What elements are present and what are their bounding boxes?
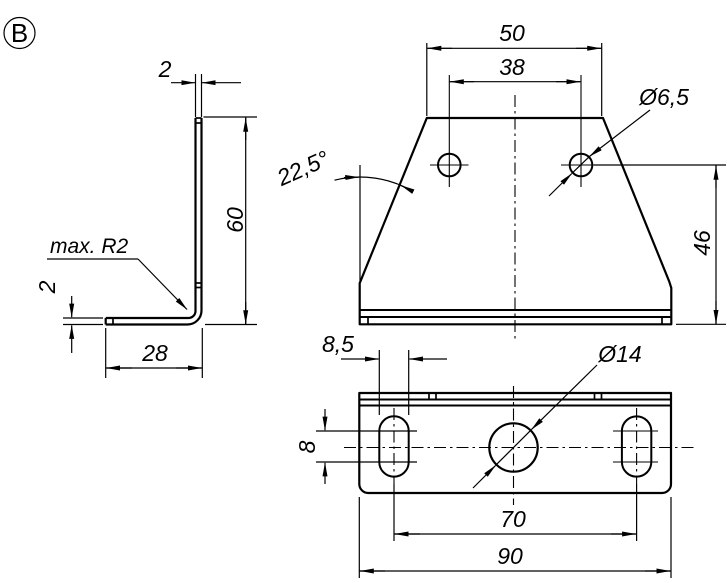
front-view: 50 38 22,5° Ø6,5 46 — [272, 20, 726, 340]
leader-arrow — [530, 364, 598, 431]
leader-arrow — [548, 173, 573, 197]
dim-bottom-width-label: 90 — [497, 543, 523, 569]
dim-bottom-slot-spacing-label: 70 — [500, 506, 526, 532]
dim-arrow — [400, 185, 415, 194]
side-outline-outer — [105, 118, 203, 326]
dim-arrow — [343, 175, 360, 181]
leader-arrow — [137, 258, 188, 310]
front-outline — [358, 116, 673, 326]
dim-front-hole-spacing-label: 38 — [499, 54, 525, 80]
dim-front-angle-label: 22,5° — [272, 145, 333, 191]
dim-bottom-hole-diameter-label: Ø14 — [597, 341, 641, 367]
dim-bottom-slot-center-label: 8 — [294, 440, 320, 453]
dim-bottom-slot-width-label: 8,5 — [322, 331, 354, 357]
dim-side-thickness-top-label: 2 — [158, 56, 172, 82]
leader-line — [495, 429, 532, 466]
dim-front-width-label: 50 — [499, 20, 525, 46]
leader-arrow — [472, 464, 497, 489]
dim-side-thickness-bottom-label: 2 — [34, 280, 60, 294]
bottom-view: 8,5 8 Ø14 70 90 — [294, 331, 696, 578]
bottom-outline — [358, 391, 673, 495]
leader-line — [572, 156, 590, 174]
dim-front-hole-diameter-label: Ø6,5 — [638, 84, 689, 110]
note-max-radius-label: max. R2 — [50, 235, 129, 258]
side-view: 2 60 max. R2 2 28 — [34, 56, 257, 378]
dim-front-height-label: 46 — [689, 230, 715, 256]
view-label-text: B — [11, 18, 28, 48]
leader-arrow — [589, 109, 651, 157]
view-label-circle — [3, 16, 36, 50]
dim-side-depth-label: 28 — [141, 340, 168, 366]
dim-side-height-label: 60 — [222, 207, 248, 233]
view-label-b: B — [3, 16, 36, 50]
side-outline-inner — [105, 118, 197, 320]
